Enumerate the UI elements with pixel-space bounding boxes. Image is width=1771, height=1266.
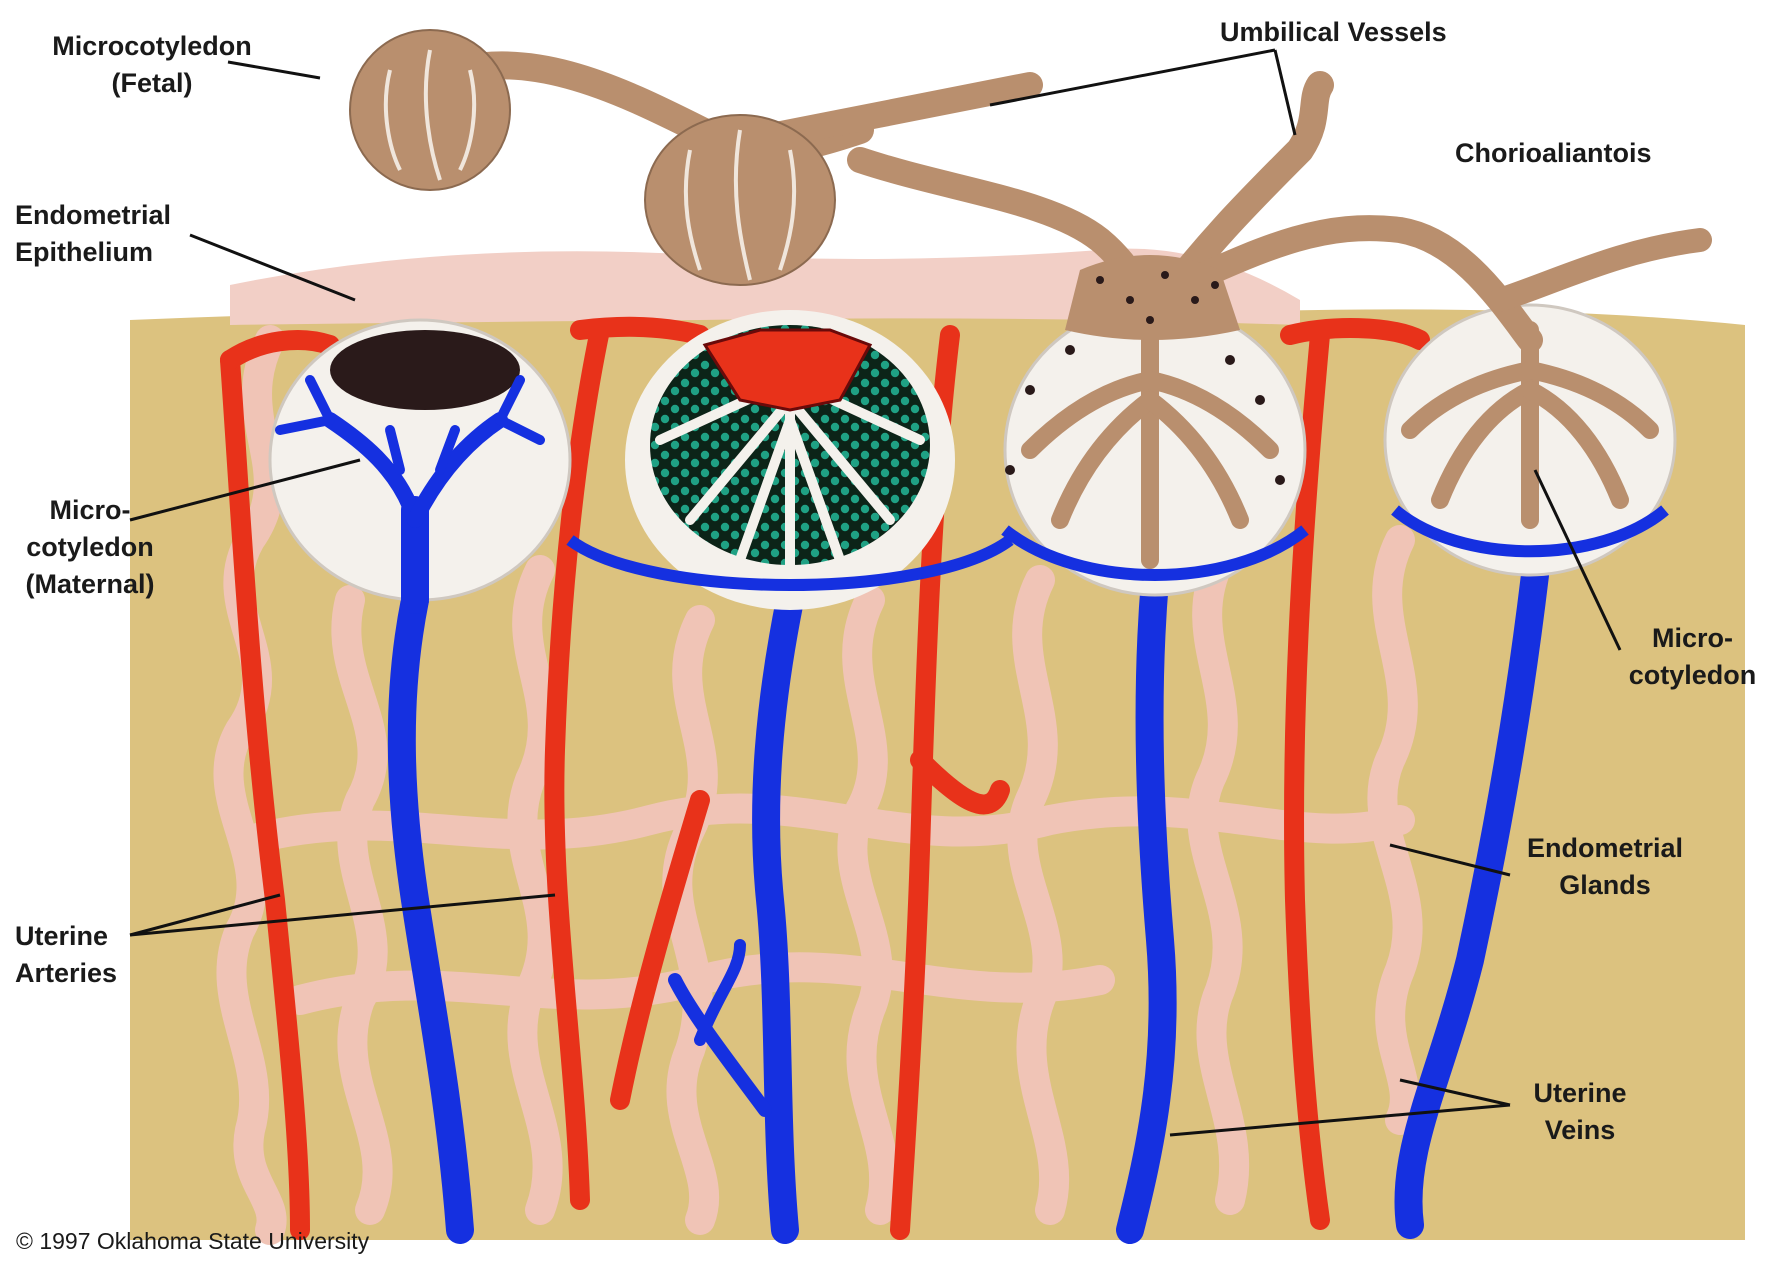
chorioallantois-patch xyxy=(1065,255,1240,340)
label-line: (Maternal) xyxy=(5,566,175,603)
label-uterine-veins: Uterine Veins xyxy=(1515,1075,1645,1149)
label-chorioallantois: Chorioaliantois xyxy=(1455,135,1652,172)
label-microcotyledon-right: Micro- cotyledon xyxy=(1620,620,1765,694)
label-line: Micro- xyxy=(1620,620,1765,657)
label-line: Veins xyxy=(1515,1112,1645,1149)
label-line: Uterine xyxy=(15,918,117,955)
label-line: Microcotyledon xyxy=(32,28,272,65)
label-line: Endometrial xyxy=(1505,830,1705,867)
label-line: Epithelium xyxy=(15,234,171,271)
fetal-microcotyledon-2 xyxy=(645,115,835,285)
label-line: Endometrial xyxy=(15,197,171,234)
label-line: cotyledon xyxy=(1620,657,1765,694)
label-microcotyledon-fetal: Microcotyledon (Fetal) xyxy=(32,28,272,102)
fetal-microcotyledon xyxy=(350,30,510,190)
label-umbilical-vessels: Umbilical Vessels xyxy=(1220,14,1447,51)
label-uterine-arteries: Uterine Arteries xyxy=(15,918,117,992)
label-line: Uterine xyxy=(1515,1075,1645,1112)
label-microcotyledon-maternal: Micro- cotyledon (Maternal) xyxy=(5,492,175,603)
maternal-microcotyledon xyxy=(270,320,570,600)
interdigitated-microcotyledon xyxy=(1005,305,1305,595)
label-endometrial-epithelium: Endometrial Epithelium xyxy=(15,197,171,271)
label-line: Micro- xyxy=(5,492,175,529)
label-line: Glands xyxy=(1505,867,1705,904)
label-line: Arteries xyxy=(15,955,117,992)
label-line: (Fetal) xyxy=(32,65,272,102)
label-endometrial-glands: Endometrial Glands xyxy=(1505,830,1705,904)
copyright-notice: © 1997 Oklahoma State University xyxy=(16,1228,369,1255)
label-line: cotyledon xyxy=(5,529,175,566)
